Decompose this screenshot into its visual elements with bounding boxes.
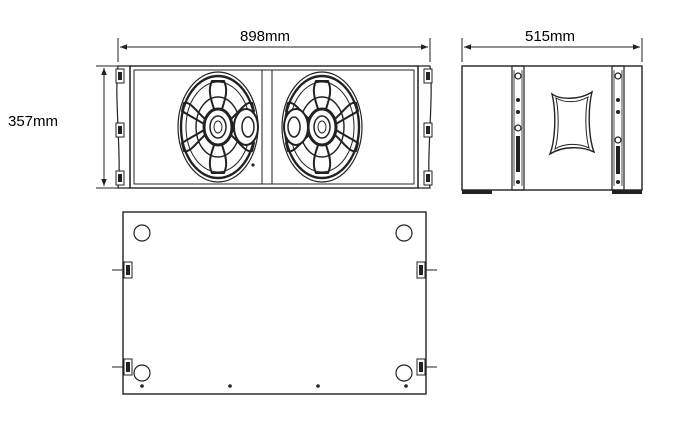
front-view: [115, 65, 433, 189]
height-dimension-label: 357mm: [8, 113, 59, 130]
width-dimension: [117, 38, 431, 62]
corner-hole: [133, 224, 151, 242]
depth-dimension: [461, 38, 643, 62]
rigging-point: [112, 358, 133, 376]
left-driver: [176, 70, 260, 184]
height-dimension: [96, 65, 118, 189]
handle-recess: [548, 90, 596, 156]
side-view: [461, 65, 643, 194]
corner-hole: [395, 364, 413, 382]
top-view: [112, 211, 437, 395]
right-driver: [280, 70, 364, 184]
depth-dimension-label: 515mm: [525, 28, 576, 45]
rigging-point: [416, 261, 437, 279]
rigging-point: [112, 261, 133, 279]
corner-hole: [395, 224, 413, 242]
rigging-point: [416, 358, 437, 376]
width-dimension-label: 898mm: [240, 28, 291, 45]
corner-hole: [133, 364, 151, 382]
